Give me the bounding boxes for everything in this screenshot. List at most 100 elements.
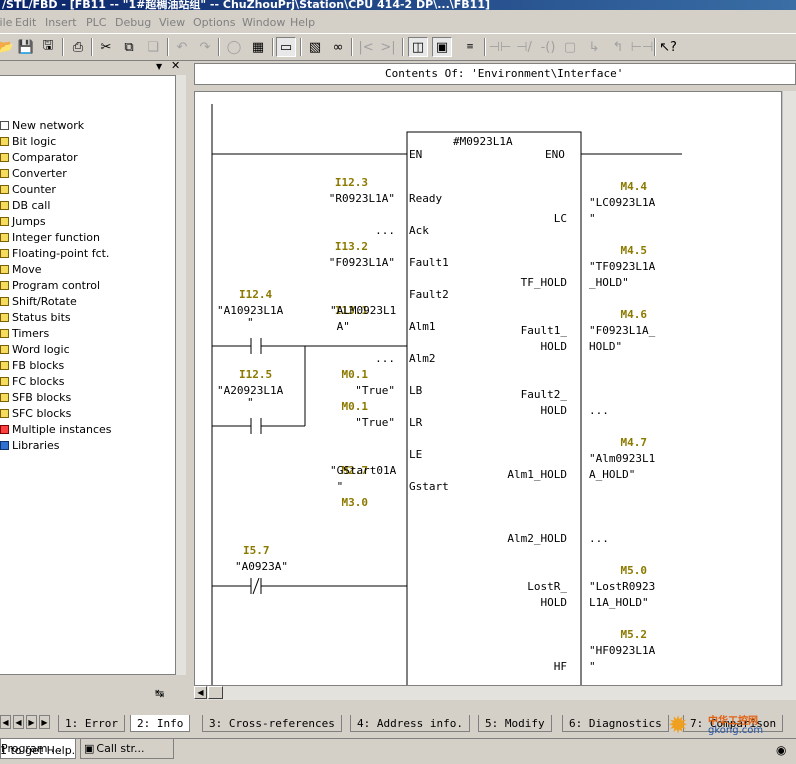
menu-debug[interactable]: Debug (115, 16, 152, 29)
menu-edit[interactable]: Edit (15, 16, 37, 29)
catalog-item-jumps[interactable]: Jumps (0, 213, 46, 229)
diagnose-icon[interactable]: ▦ (251, 39, 265, 55)
catalog-item-move[interactable]: Move (0, 261, 42, 277)
contact-no-icon[interactable]: ⊣⊢ (488, 39, 512, 55)
redo-icon[interactable]: ↷ (199, 39, 211, 55)
ladder-editor[interactable]: #M0923L1A EN ENO I12.4 "A10923L1A" I12.5… (194, 91, 782, 686)
catalog-item-shift-rotate[interactable]: Shift/Rotate (0, 293, 77, 309)
catalog-item-sfb-blocks[interactable]: SFB blocks (0, 389, 71, 405)
tab-nav-last-icon[interactable]: ▶ (39, 715, 50, 729)
catalog-item-new-network[interactable]: New network (0, 117, 84, 133)
help-icon[interactable]: ↖? (659, 39, 677, 55)
toolbar-separator (91, 38, 93, 56)
network-status-icon: ◉ (776, 743, 787, 757)
close-icon[interactable]: ✕ (171, 59, 181, 72)
function-block[interactable] (406, 131, 582, 686)
contact-nc-icon[interactable]: ⊣/ (516, 39, 532, 55)
tab-info[interactable]: 2: Info (130, 715, 191, 732)
catalog-item-bit-logic[interactable]: Bit logic (0, 133, 56, 149)
catalog-item-comparator[interactable]: Comparator (0, 149, 78, 165)
catalog-item-timers[interactable]: Timers (0, 325, 49, 341)
save-to-plc-icon[interactable]: 💾 (17, 39, 35, 55)
tab-program-elements[interactable]: Program ... (0, 738, 76, 759)
catalog-item-fc-blocks[interactable]: FC blocks (0, 373, 64, 389)
block-inputs: ReadyI12.3"R0923L1A"Ack...Fault1I13.2"F0… (329, 176, 449, 509)
output-pin: Fault1_HOLD (521, 324, 568, 353)
folder-icon (0, 248, 9, 258)
catalog-icon[interactable]: ▣ (432, 37, 452, 57)
glasses-icon[interactable]: ∞ (332, 39, 344, 55)
catalog-header: ▼ ✕ (0, 59, 186, 74)
catalog-item-sfc-blocks[interactable]: SFC blocks (0, 405, 71, 421)
menu-help[interactable]: Help (290, 16, 316, 29)
catalog-item-db-call[interactable]: DB call (0, 197, 50, 213)
tab-address-info[interactable]: 4: Address info. (350, 715, 470, 732)
scroll-thumb[interactable] (208, 686, 223, 699)
scroll-left-icon[interactable]: ◀ (194, 686, 207, 699)
chevron-down-icon[interactable]: ▼ (156, 62, 163, 71)
catalog-item-floating-point[interactable]: Floating-point fct. (0, 245, 109, 261)
tab-nav-next-icon[interactable]: ▶ (26, 715, 37, 729)
ladder-network[interactable]: #M0923L1A EN ENO I12.4 "A10923L1A" I12.5… (195, 92, 782, 686)
toolbar-separator (218, 38, 220, 56)
folder-icon (0, 200, 9, 210)
connect-icon[interactable]: ⊢⊣ (630, 39, 654, 55)
menu-insert[interactable]: Insert (45, 16, 77, 29)
absolute-icon[interactable]: ≡ (466, 42, 474, 52)
catalog-item-counter[interactable]: Counter (0, 181, 56, 197)
tab-nav-prev-icon[interactable]: ◀ (13, 715, 24, 729)
monitor-icon[interactable]: ◯ (226, 39, 242, 55)
insert-element-icon[interactable]: ↹ (155, 687, 165, 700)
tab-cross-references[interactable]: 3: Cross-references (202, 715, 342, 732)
copy-icon[interactable]: ⧉ (124, 39, 134, 55)
toolbar-separator (272, 38, 274, 56)
title-bar: /STL/FBD - [FB11 -- "1#超稠油站组" -- ChuZhou… (0, 0, 796, 10)
catalog-scrollbar[interactable] (176, 75, 186, 675)
input-symbol: "GStart01A " (330, 464, 397, 493)
tab-error[interactable]: 1: Error (58, 715, 125, 732)
branch-open-icon[interactable]: ↳ (588, 39, 600, 55)
output-address: M4.4 (621, 180, 648, 193)
catalog-item-program-control[interactable]: Program control (0, 277, 100, 293)
branch-close-icon[interactable]: ↰ (612, 39, 624, 55)
cut-icon[interactable]: ✂ (100, 39, 112, 55)
catalog-item-word-logic[interactable]: Word logic (0, 341, 70, 357)
details-icon[interactable]: ◫ (408, 37, 428, 57)
editor-vertical-scrollbar[interactable] (782, 91, 796, 686)
paste-icon[interactable]: ❏ (147, 39, 159, 55)
open-icon[interactable]: 📂 (0, 39, 15, 55)
tab-call-structure[interactable]: ▣Call str... (80, 738, 174, 759)
overview-icon[interactable]: ▭ (276, 37, 296, 57)
editor-horizontal-scrollbar[interactable]: ◀ (194, 686, 796, 700)
menu-plc[interactable]: PLC (86, 16, 107, 29)
next-icon[interactable]: >| (380, 39, 396, 55)
catalog-item-integer-function[interactable]: Integer function (0, 229, 100, 245)
menu-window[interactable]: Window (242, 16, 286, 29)
catalog-item-fb-blocks[interactable]: FB blocks (0, 357, 64, 373)
folder-icon (0, 376, 9, 386)
toolbar-separator (654, 38, 656, 56)
save-icon[interactable]: 🖫 (42, 38, 54, 53)
tab-comparison[interactable]: 7: Comparison (683, 715, 784, 732)
tab-diagnostics[interactable]: 6: Diagnostics (562, 715, 669, 732)
input-symbol: "ALM0923L1 A" (330, 304, 396, 333)
menu-view[interactable]: View (159, 16, 186, 29)
prev-icon[interactable]: |< (358, 39, 374, 55)
catalog-item-multiple-instances[interactable]: Multiple instances (0, 421, 112, 437)
catalog-tree[interactable]: New network Bit logic Comparator Convert… (0, 75, 176, 675)
undo-icon[interactable]: ↶ (176, 39, 188, 55)
tab-modify[interactable]: 5: Modify (478, 715, 552, 732)
print-icon[interactable]: ⎙ (72, 39, 84, 55)
coil-icon[interactable]: -() (540, 39, 556, 55)
menu-file[interactable]: File (0, 16, 13, 29)
network-icon[interactable]: ▧ (308, 39, 322, 55)
output-pin: HF (554, 660, 567, 673)
menu-options[interactable]: Options (193, 16, 236, 29)
contents-label: Contents Of: 'Environment\Interface' (385, 67, 624, 80)
box-icon[interactable]: ▢ (563, 39, 577, 55)
catalog-item-converter[interactable]: Converter (0, 165, 67, 181)
tab-nav-first-icon[interactable]: ◀ (0, 715, 11, 729)
input-address: I13.1 (335, 304, 368, 317)
catalog-item-status-bits[interactable]: Status bits (0, 309, 71, 325)
catalog-item-libraries[interactable]: Libraries (0, 437, 60, 453)
